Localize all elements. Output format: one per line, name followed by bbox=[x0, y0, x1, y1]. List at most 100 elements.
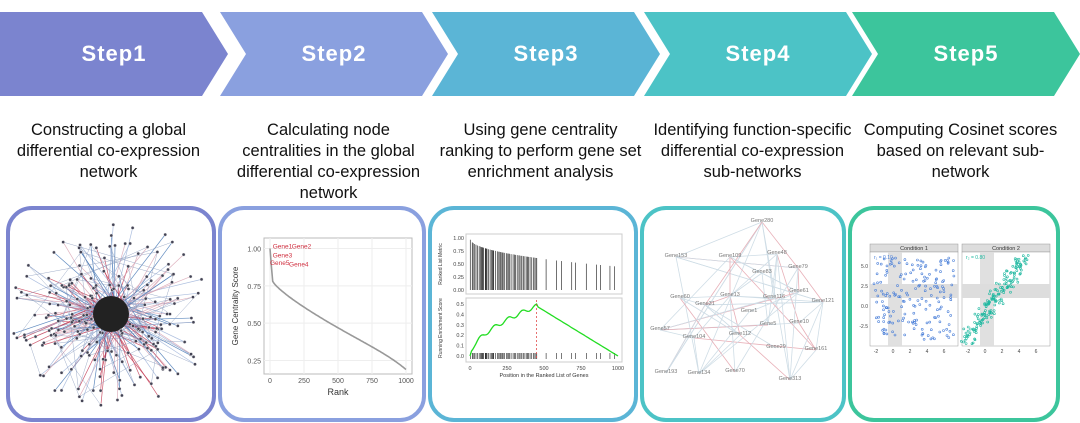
scatter-point bbox=[949, 293, 953, 297]
scatter-point bbox=[943, 259, 947, 262]
gene-node-label: Gene280 bbox=[751, 218, 774, 224]
scatter-point bbox=[897, 319, 900, 323]
scatter-point bbox=[921, 332, 924, 335]
network-edge bbox=[30, 344, 41, 376]
network-node bbox=[25, 293, 29, 297]
scatter-point bbox=[1018, 272, 1022, 276]
network-edge bbox=[50, 335, 102, 406]
network-node bbox=[47, 328, 51, 333]
scatter-point bbox=[887, 321, 891, 324]
scatter-point bbox=[934, 268, 938, 272]
network-node bbox=[24, 274, 29, 279]
scatter-point bbox=[929, 287, 932, 290]
network-node bbox=[47, 290, 52, 295]
network-node bbox=[56, 319, 61, 323]
network-node bbox=[136, 251, 141, 256]
network-node bbox=[44, 315, 49, 320]
network-edge bbox=[659, 297, 775, 331]
enrichment-curve bbox=[469, 303, 619, 357]
network-node bbox=[153, 330, 158, 334]
scatter-point bbox=[939, 270, 942, 273]
network-node bbox=[142, 303, 147, 307]
network-node bbox=[189, 316, 194, 320]
network-edge bbox=[155, 274, 174, 333]
facet-area bbox=[869, 251, 959, 347]
scatter-point bbox=[996, 289, 999, 293]
network-edge bbox=[693, 337, 700, 375]
network-node bbox=[153, 317, 158, 321]
network-node bbox=[148, 315, 153, 319]
scatter-point bbox=[978, 319, 982, 323]
scatter-point bbox=[984, 305, 988, 308]
network-node bbox=[112, 370, 116, 375]
scatter-point bbox=[1016, 280, 1020, 284]
y-tick-label: -2.5 bbox=[859, 324, 868, 330]
network-node bbox=[13, 285, 18, 290]
scatter-point bbox=[910, 263, 914, 267]
network-edge bbox=[100, 320, 107, 391]
network-node bbox=[156, 394, 161, 399]
network-edge bbox=[78, 355, 90, 389]
gene-node-label: Gene153 bbox=[665, 253, 688, 259]
scatter-point bbox=[1026, 254, 1030, 257]
network-node bbox=[80, 348, 85, 353]
scatter-point bbox=[916, 263, 920, 267]
network-edge bbox=[704, 221, 763, 306]
network-edge bbox=[100, 348, 140, 370]
gene-node-label: Gene313 bbox=[779, 376, 802, 382]
network-node bbox=[68, 302, 72, 307]
scatter-point bbox=[945, 328, 948, 331]
y-tick-label: 0.75 bbox=[453, 249, 464, 255]
network-node bbox=[64, 316, 69, 321]
network-edge bbox=[17, 297, 110, 307]
scatter-point bbox=[993, 298, 997, 301]
network-node bbox=[102, 269, 106, 274]
scatter-point bbox=[973, 312, 977, 316]
scatter-point bbox=[983, 311, 986, 314]
network-node bbox=[26, 263, 31, 268]
scatter-point bbox=[935, 296, 939, 300]
scatter-point bbox=[914, 323, 918, 326]
network-node bbox=[166, 262, 171, 267]
network-node bbox=[123, 241, 127, 246]
scatter-point bbox=[890, 262, 894, 265]
scatter-point bbox=[1005, 269, 1009, 273]
scatter-point bbox=[973, 338, 977, 342]
y-axis-label: Ranked List Metric bbox=[438, 243, 444, 285]
step-description-2: Calculating node centralities in the glo… bbox=[236, 121, 421, 202]
scatter-point bbox=[909, 271, 913, 275]
network-node bbox=[176, 324, 180, 328]
network-node bbox=[196, 291, 201, 295]
scatter-point bbox=[928, 273, 931, 276]
network-node bbox=[109, 233, 114, 238]
scatter-point bbox=[973, 321, 976, 324]
network-edge bbox=[28, 265, 88, 309]
y-tick-label: 1.00 bbox=[453, 236, 464, 242]
scatter-point bbox=[916, 299, 920, 302]
scatter-point bbox=[889, 259, 893, 263]
scatter-point bbox=[1004, 282, 1008, 286]
network-node bbox=[170, 240, 175, 244]
scatter-point bbox=[883, 313, 886, 316]
scatter-point bbox=[977, 307, 981, 310]
network-node bbox=[98, 374, 102, 379]
scatter-point bbox=[981, 313, 984, 316]
network-node bbox=[93, 358, 97, 362]
scatter-point bbox=[951, 269, 955, 272]
scatter-point bbox=[891, 321, 895, 325]
scatter-point bbox=[886, 306, 890, 310]
network-node bbox=[91, 388, 96, 393]
network-node bbox=[94, 246, 99, 250]
network-node bbox=[146, 334, 151, 339]
scatter-point bbox=[922, 279, 925, 283]
network-node bbox=[79, 354, 84, 358]
scatter-point bbox=[1022, 259, 1026, 263]
scatter-point bbox=[1001, 302, 1005, 305]
scatter-point bbox=[938, 330, 942, 334]
gene-label: Gene3 bbox=[273, 252, 293, 259]
scatter-point bbox=[994, 288, 998, 291]
scatter-point bbox=[904, 272, 908, 276]
network-node bbox=[145, 283, 150, 287]
scatter-point bbox=[942, 290, 946, 293]
scatter-point bbox=[882, 331, 886, 335]
